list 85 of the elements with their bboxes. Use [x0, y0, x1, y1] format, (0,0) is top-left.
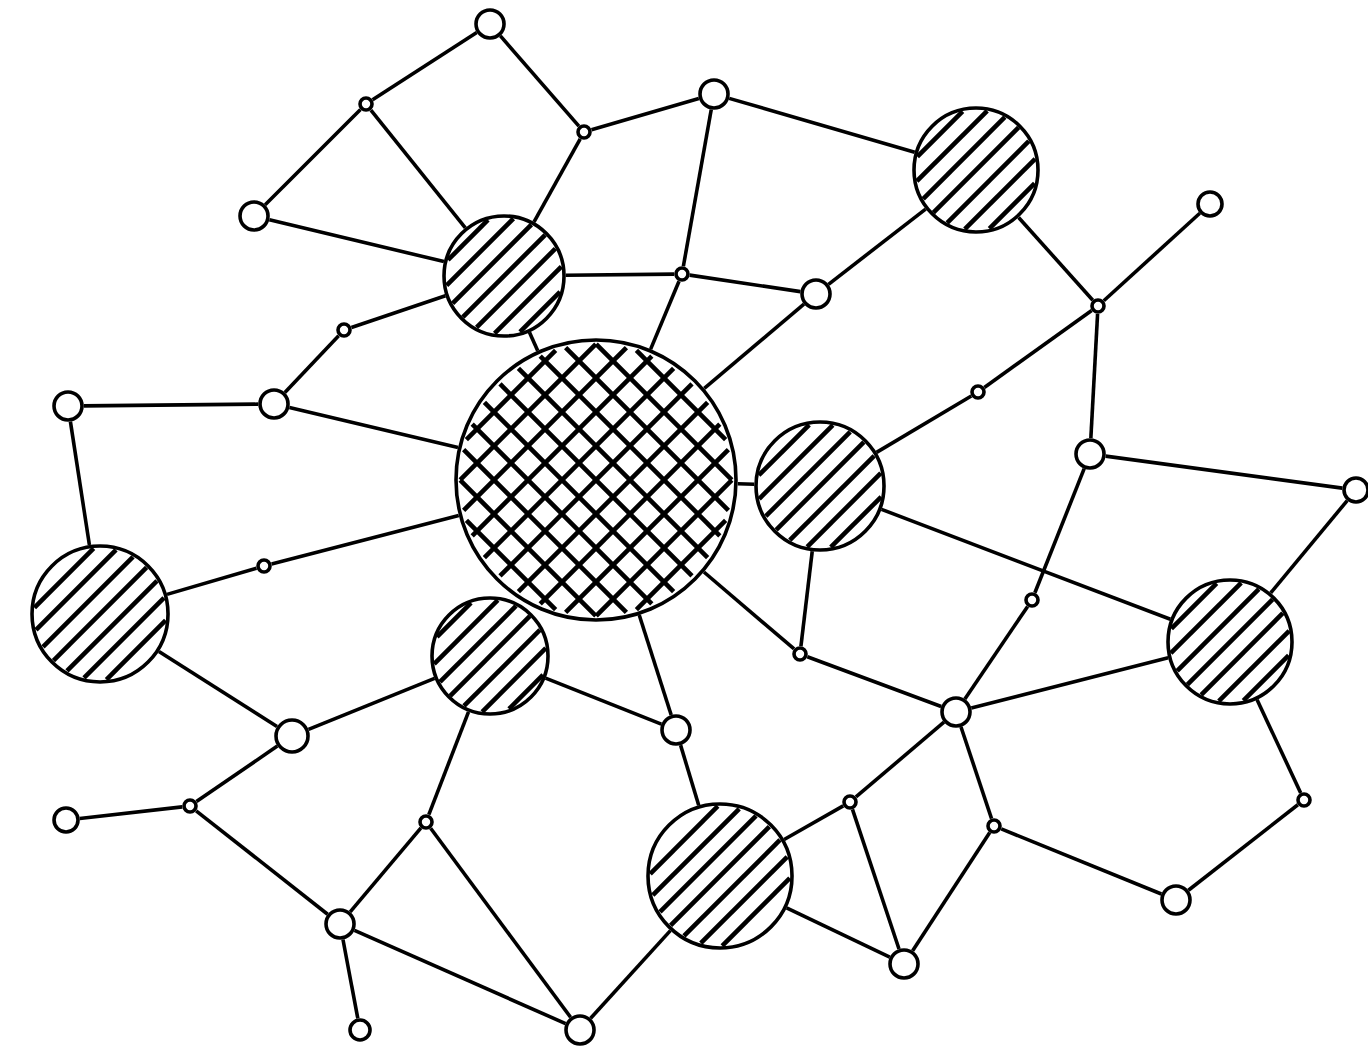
- connecting-line: [527, 331, 540, 352]
- connecting-line: [678, 744, 701, 806]
- open-circle: [888, 948, 920, 980]
- connecting-line: [565, 272, 675, 278]
- connecting-line: [875, 394, 973, 454]
- crosshatched-circle: [454, 338, 738, 622]
- connecting-line: [353, 928, 567, 1026]
- connecting-line: [166, 566, 258, 597]
- connecting-line: [911, 831, 992, 952]
- connecting-line: [1000, 827, 1163, 896]
- open-circle: [348, 1018, 372, 1042]
- connecting-line: [83, 402, 259, 408]
- connecting-line: [799, 551, 815, 647]
- connecting-line: [983, 309, 1093, 389]
- connecting-line: [827, 207, 927, 286]
- connecting-line: [350, 294, 447, 330]
- open-circle: [52, 806, 80, 834]
- connecting-line: [1017, 216, 1095, 302]
- open-circle: [940, 696, 972, 728]
- open-circle: [274, 718, 310, 754]
- connecting-line: [429, 827, 573, 1019]
- connecting-line: [195, 744, 279, 804]
- hatched-circle: [912, 106, 1040, 234]
- connecting-line: [1255, 699, 1303, 794]
- connecting-line: [880, 507, 1172, 621]
- connecting-line: [737, 482, 755, 487]
- open-circle: [474, 8, 506, 40]
- connecting-line: [591, 96, 700, 132]
- connecting-line: [195, 809, 329, 916]
- connecting-line: [288, 405, 459, 450]
- connecting-line: [783, 804, 845, 842]
- connecting-line: [371, 31, 478, 102]
- connecting-line: [806, 655, 942, 709]
- connecting-line: [785, 906, 891, 959]
- connecting-line: [499, 34, 581, 128]
- connecting-line: [157, 649, 278, 728]
- hatched-circle: [430, 596, 550, 716]
- open-circle: [660, 714, 692, 746]
- hatched-circle: [442, 214, 566, 338]
- connecting-line: [68, 421, 92, 546]
- connecting-line: [271, 513, 460, 566]
- connecting-line: [307, 676, 436, 731]
- connecting-line: [1187, 803, 1299, 892]
- connecting-line: [959, 726, 994, 820]
- connecting-line: [703, 302, 806, 390]
- open-circle: [698, 78, 730, 110]
- hatched-circle: [1166, 578, 1294, 706]
- connecting-line: [268, 217, 445, 264]
- connecting-line: [283, 334, 340, 394]
- connecting-line: [348, 826, 423, 914]
- connecting-line: [681, 109, 713, 267]
- connecting-line: [1105, 454, 1343, 490]
- connecting-line: [1102, 211, 1201, 303]
- connecting-line: [369, 108, 467, 229]
- connecting-line: [970, 656, 1169, 710]
- open-circle: [1196, 190, 1224, 218]
- hatched-circle: [646, 802, 794, 950]
- connecting-line: [589, 929, 672, 1020]
- connecting-line: [427, 711, 471, 816]
- connecting-line: [263, 108, 362, 207]
- open-circle: [1160, 884, 1192, 916]
- connecting-line: [963, 605, 1030, 700]
- connecting-line: [728, 96, 916, 154]
- connecting-line: [637, 614, 673, 716]
- hatched-circle: [30, 544, 170, 684]
- connecting-line: [1033, 468, 1086, 594]
- open-circle: [238, 200, 270, 232]
- open-circle: [564, 1014, 596, 1046]
- open-circle: [800, 278, 832, 310]
- connecting-line: [544, 676, 662, 726]
- connecting-line: [702, 570, 796, 651]
- open-circle: [1074, 438, 1106, 470]
- open-circle: [52, 390, 84, 422]
- connecting-line: [1269, 499, 1349, 594]
- connecting-line: [1089, 313, 1100, 439]
- connecting-line: [341, 939, 360, 1019]
- hatched-circle: [754, 420, 886, 552]
- connecting-line: [648, 280, 681, 350]
- connecting-line: [79, 805, 183, 821]
- connecting-line: [689, 273, 801, 294]
- open-circle: [258, 388, 290, 420]
- open-circle: [324, 908, 356, 940]
- connecting-line: [854, 720, 946, 799]
- connecting-line: [532, 137, 582, 223]
- connecting-line: [850, 808, 901, 950]
